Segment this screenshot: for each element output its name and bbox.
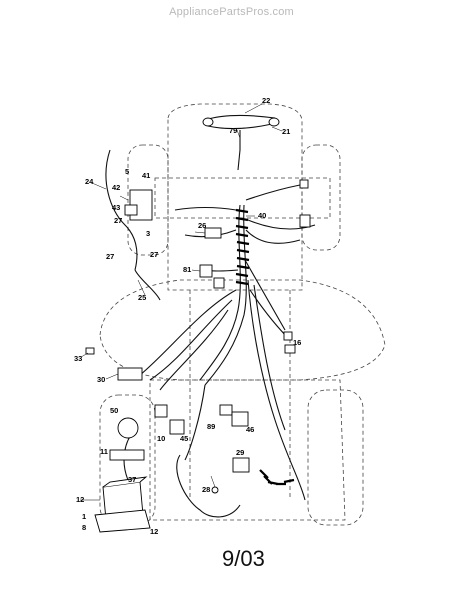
hood-outline xyxy=(167,103,303,291)
callout-27-right: 27 xyxy=(150,250,158,259)
ground-screw-28 xyxy=(211,486,219,494)
front-right-wheel-outline xyxy=(301,144,341,251)
relay-81b xyxy=(213,277,225,289)
callout-22: 22 xyxy=(262,96,270,105)
rear-right-wheel-outline xyxy=(307,389,364,526)
fuse-10 xyxy=(154,404,168,418)
seat-switch-29 xyxy=(232,457,250,473)
callout-37: 37 xyxy=(128,475,136,484)
callout-11: 11 xyxy=(100,447,108,456)
callout-79: 79 xyxy=(229,126,237,135)
mount-11 xyxy=(109,449,145,461)
callout-25: 25 xyxy=(138,293,146,302)
module-45 xyxy=(169,419,185,435)
main-harness-trunk xyxy=(199,204,241,381)
callout-12-left: 12 xyxy=(76,495,84,504)
callout-33: 33 xyxy=(74,354,82,363)
headlight-wires xyxy=(204,114,276,130)
ignition-switch xyxy=(124,204,138,216)
headlight-right xyxy=(268,117,280,127)
callout-30: 30 xyxy=(97,375,105,384)
main-harness-trunk-2 xyxy=(204,204,247,386)
battery-tray xyxy=(94,509,151,533)
callout-27-left: 27 xyxy=(106,252,114,261)
headlight-lead xyxy=(237,130,241,171)
callout-50: 50 xyxy=(110,406,118,415)
watermark: AppliancePartsPros.com xyxy=(169,6,294,18)
harness-to-seat-switch xyxy=(184,384,206,461)
connector-26 xyxy=(204,227,222,239)
harness-right-branches xyxy=(245,184,316,341)
connector-30 xyxy=(117,367,143,381)
callout-16: 16 xyxy=(293,338,301,347)
harness-left-branches-3 xyxy=(149,299,233,391)
battery-cable-positive xyxy=(176,454,241,518)
callout-5: 5 xyxy=(125,167,129,176)
callout-26: 26 xyxy=(198,221,206,230)
harness-rear-run-2 xyxy=(253,284,286,431)
callout-45: 45 xyxy=(180,434,188,443)
callout-3: 3 xyxy=(146,229,150,238)
connector-right xyxy=(299,214,311,228)
rear-body-outline xyxy=(149,379,346,521)
callout-46: 46 xyxy=(246,425,254,434)
clip-33 xyxy=(85,347,95,355)
callout-27-upper: 27 xyxy=(114,216,122,225)
mower-deck-outline xyxy=(99,279,386,381)
callout-89: 89 xyxy=(207,422,215,431)
callout-21: 21 xyxy=(282,127,290,136)
harness-rear-run xyxy=(247,279,306,501)
callout-1: 1 xyxy=(82,512,86,521)
switch-46 xyxy=(231,411,249,427)
leader-lines xyxy=(80,103,283,501)
harness-coil-wrap xyxy=(235,208,295,486)
harness-right-branches-2 xyxy=(244,229,301,331)
solenoid-50 xyxy=(117,417,139,439)
ground-cable xyxy=(105,149,138,271)
ground-cable-2 xyxy=(134,269,161,301)
wiring-harness xyxy=(105,114,316,518)
switch-16b xyxy=(283,331,293,341)
callout-28: 28 xyxy=(202,485,210,494)
headlight-left xyxy=(202,117,214,127)
callout-12-right: 12 xyxy=(150,527,158,536)
callout-81: 81 xyxy=(183,265,191,274)
date-code: 9/03 xyxy=(222,546,265,571)
callout-29: 29 xyxy=(236,448,244,457)
callout-24: 24 xyxy=(85,177,94,186)
switch-89 xyxy=(219,404,233,416)
rear-coil-segments xyxy=(259,469,295,486)
callout-8: 8 xyxy=(82,523,86,532)
coil-segments xyxy=(235,208,250,286)
callout-41: 41 xyxy=(142,171,150,180)
callout-42: 42 xyxy=(112,183,120,192)
callout-labels: 22 79 21 5 24 42 41 43 27 26 40 3 27 27 … xyxy=(74,96,301,536)
callout-40: 40 xyxy=(258,211,266,220)
callout-43: 43 xyxy=(112,203,120,212)
battery-top xyxy=(102,476,148,488)
connector-right-top xyxy=(299,179,309,189)
switch-16 xyxy=(284,344,296,354)
callout-10: 10 xyxy=(157,434,165,443)
relay-81 xyxy=(199,264,213,278)
